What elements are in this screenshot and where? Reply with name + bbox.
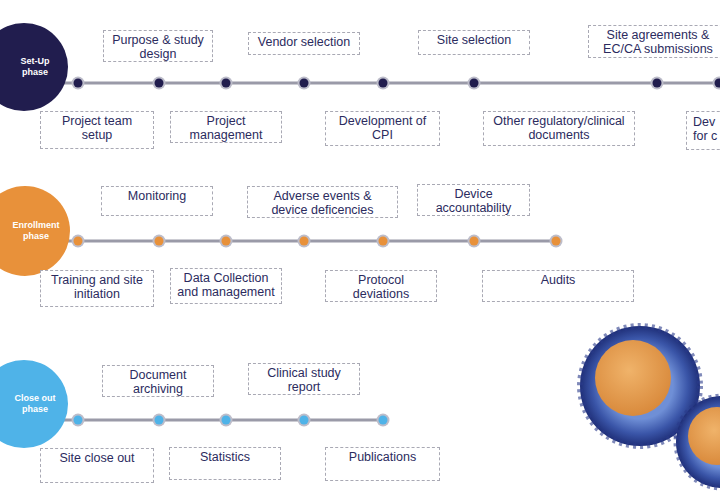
timeline-dots — [74, 416, 388, 425]
step-label: Data Collection and management — [177, 271, 275, 299]
step-box: Project management — [170, 111, 282, 143]
step-label: Clinical study report — [255, 366, 353, 394]
phase-circle: Set-Up phase — [0, 23, 68, 111]
step-box: Clinical study report — [248, 363, 360, 395]
step-box: Adverse events & device deficencies — [247, 186, 398, 218]
step-label: Dev for c — [693, 115, 720, 143]
step-label: Audits — [489, 273, 627, 287]
step-box: Other regulatory/clinical documents — [483, 111, 635, 146]
step-label: Site agreements & EC/CA submissions — [595, 28, 720, 56]
step-box: Training and site initiation — [40, 270, 154, 307]
step-label: Other regulatory/clinical documents — [490, 114, 628, 142]
step-box: Protocol deviations — [325, 270, 437, 302]
step-label: Training and site initiation — [47, 273, 147, 301]
step-label: Site close out — [47, 451, 147, 465]
timeline-dots — [74, 237, 561, 246]
step-box: Device accountability — [417, 184, 530, 216]
step-label: Development of CPI — [332, 114, 433, 142]
step-box: Audits — [482, 270, 634, 302]
cell-illustration — [580, 326, 720, 488]
step-box: Monitoring — [101, 186, 213, 216]
step-box: Vendor selection — [248, 32, 360, 55]
step-label: Document archiving — [109, 368, 207, 396]
step-box: Site agreements & EC/CA submissions — [588, 25, 720, 58]
step-box: Publications — [325, 447, 440, 481]
step-label: Publications — [332, 450, 433, 464]
timeline-dots — [72, 414, 390, 427]
step-label: Project team setup — [47, 114, 147, 142]
timeline-dots — [72, 77, 720, 90]
step-label: Monitoring — [108, 189, 206, 203]
phase-label: Set-Up phase — [8, 56, 62, 78]
step-label: Vendor selection — [255, 35, 353, 49]
timeline-dots — [74, 79, 720, 88]
step-label: Site selection — [425, 33, 523, 47]
step-box: Site close out — [40, 448, 154, 483]
step-label: Statistics — [176, 450, 274, 464]
phase-label: Close out phase — [8, 393, 62, 415]
step-box: Purpose & study design — [103, 30, 213, 62]
step-box: Document archiving — [102, 365, 214, 397]
step-box: Dev for c — [686, 111, 720, 150]
timeline-dots — [72, 235, 563, 248]
step-label: Protocol deviations — [332, 273, 430, 301]
step-box: Project team setup — [40, 111, 154, 149]
step-box: Data Collection and management — [170, 268, 282, 304]
step-label: Device accountability — [424, 187, 523, 215]
step-label: Adverse events & device deficencies — [254, 189, 391, 217]
step-label: Project management — [177, 114, 275, 142]
phase-label: Enrollment phase — [9, 220, 63, 242]
step-box: Site selection — [418, 30, 530, 55]
step-box: Statistics — [169, 447, 281, 480]
step-label: Purpose & study design — [110, 33, 206, 61]
phase-circle: Close out phase — [0, 360, 68, 448]
phase-circle: Enrollment phase — [0, 186, 70, 276]
step-box: Development of CPI — [325, 111, 440, 146]
